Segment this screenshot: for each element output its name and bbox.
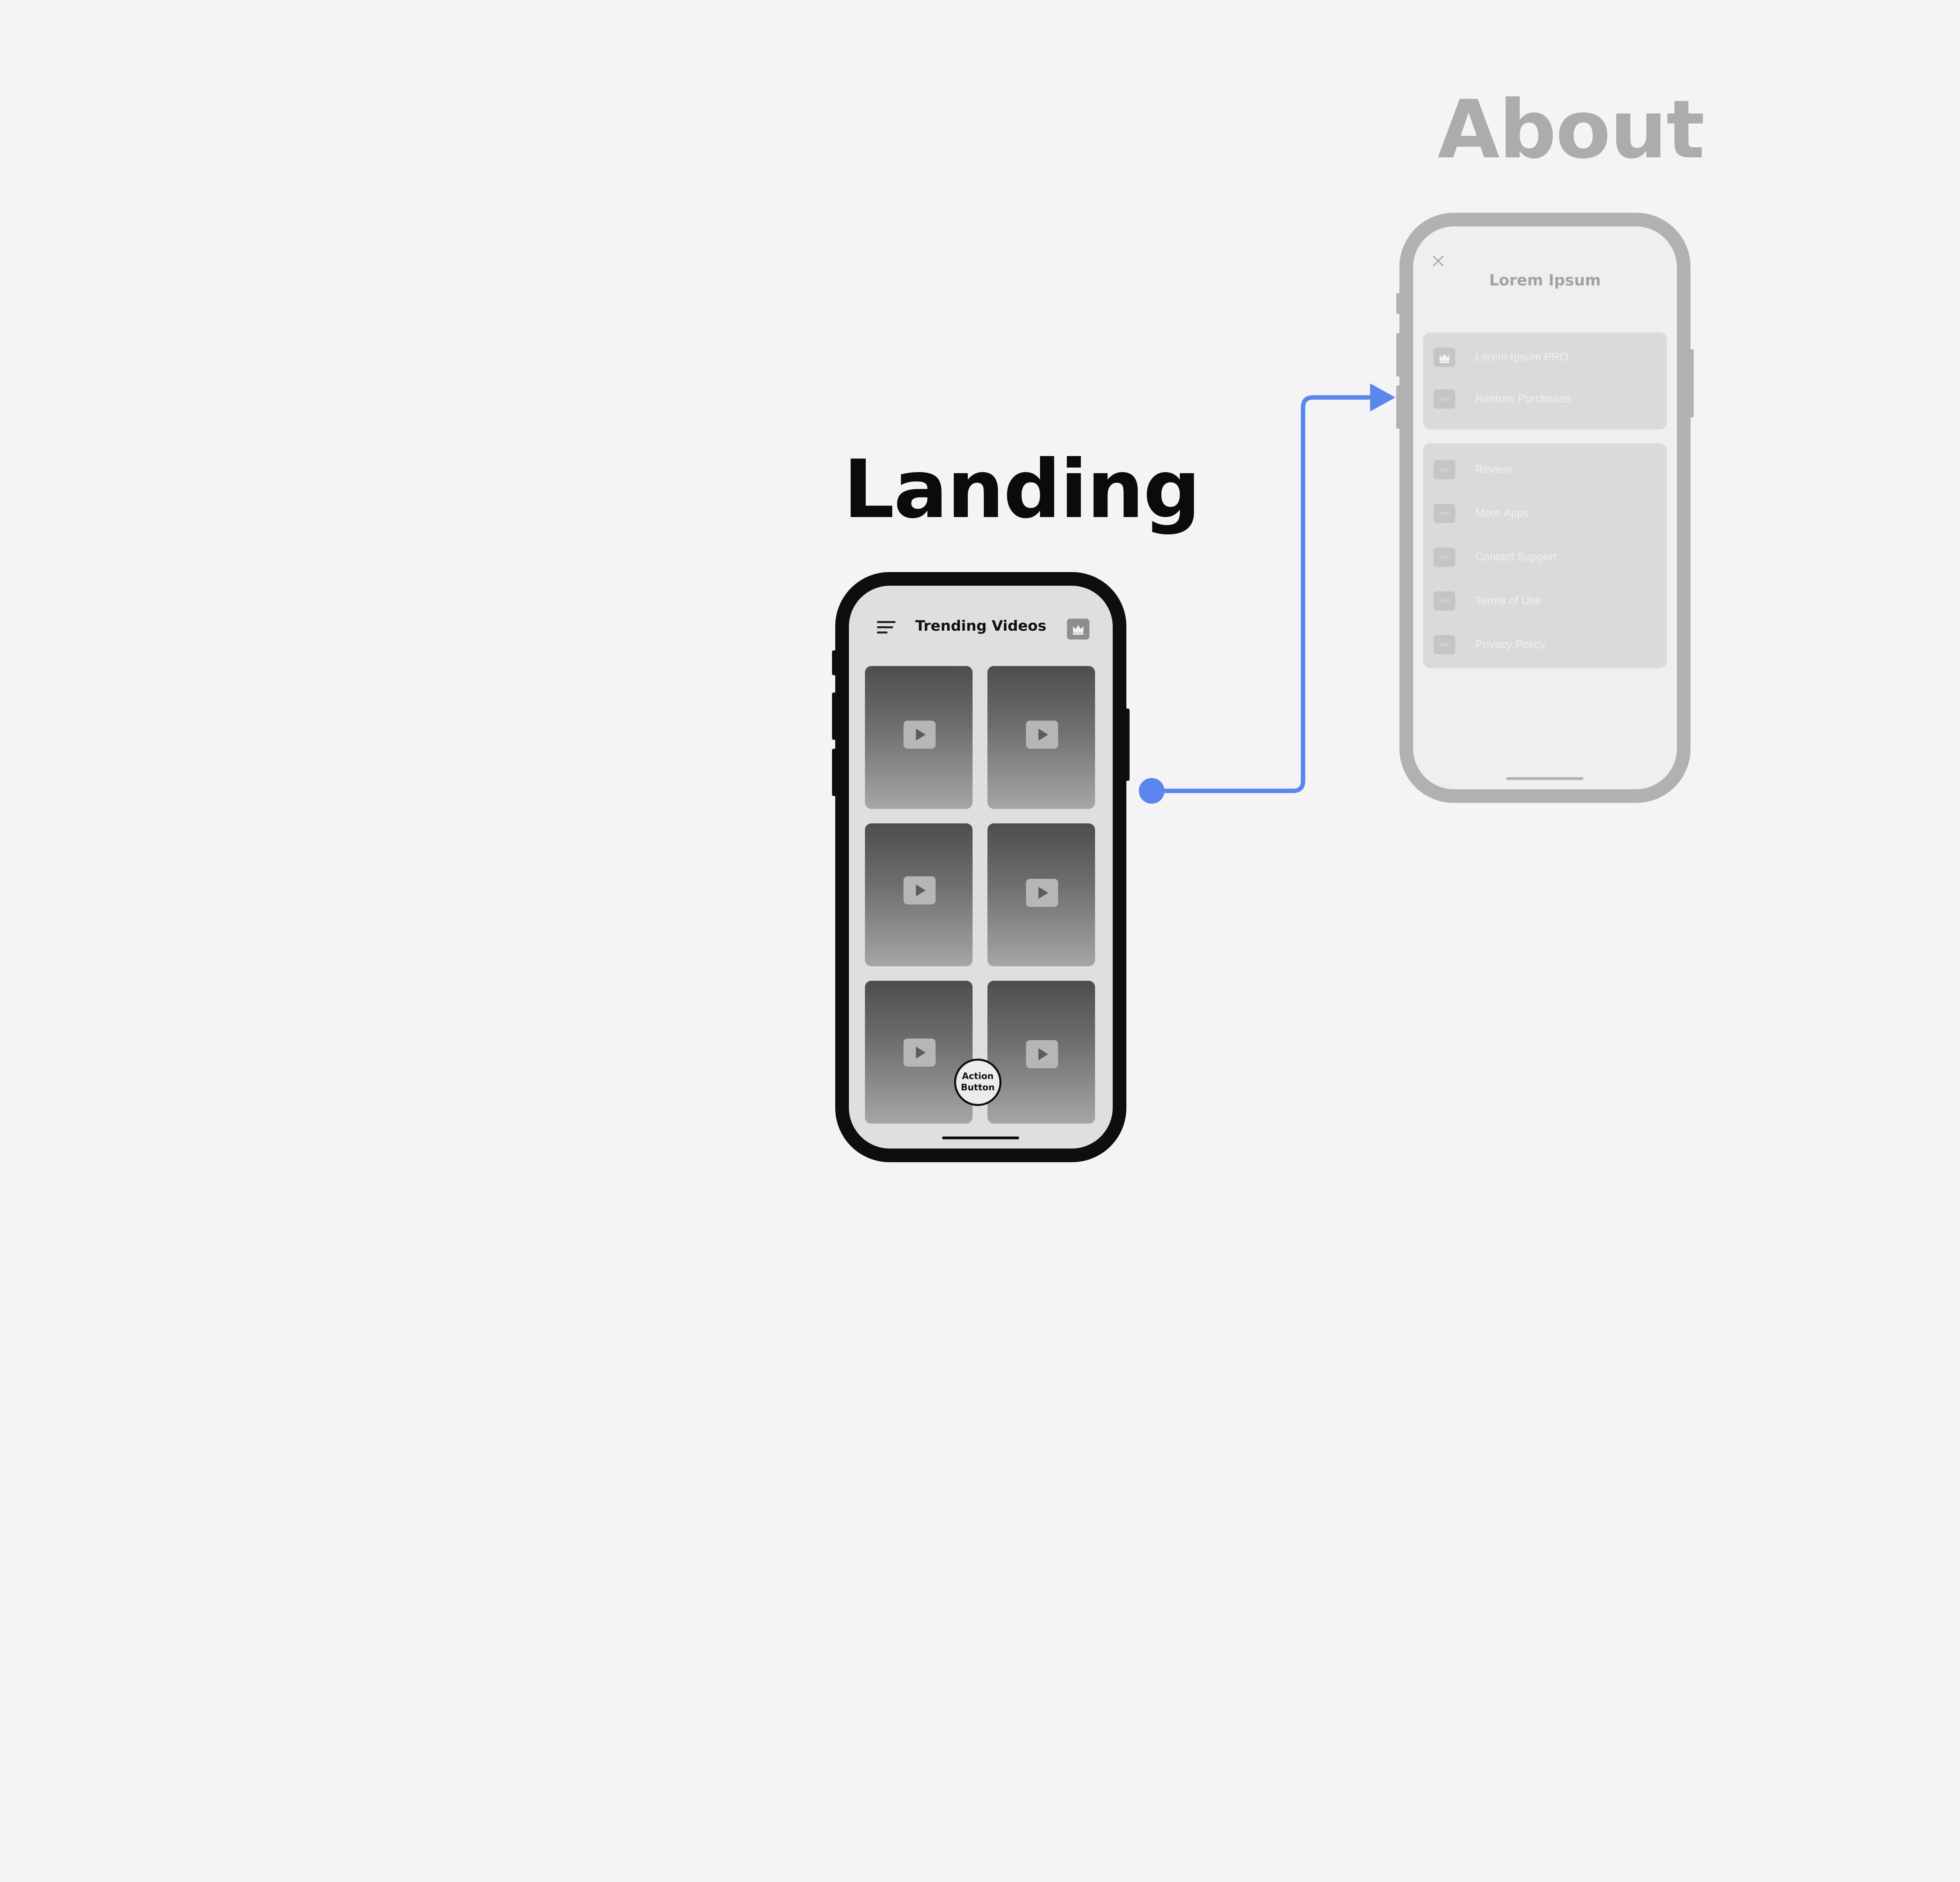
menu-row-contact-support[interactable]: icon Contact Support: [1423, 546, 1667, 568]
play-icon: [904, 721, 936, 749]
play-icon: [904, 876, 936, 904]
menu-row-review[interactable]: icon Review: [1423, 458, 1667, 481]
action-button[interactable]: Action Button: [954, 1059, 1001, 1106]
play-icon: [1026, 721, 1058, 749]
menu-row-label: More Apps: [1475, 507, 1529, 519]
menu-row-label: Review: [1475, 463, 1512, 475]
about-header-title: Lorem Ipsum: [1489, 271, 1601, 289]
menu-row-label: Terms of Use: [1475, 594, 1542, 607]
menu-row-terms[interactable]: icon Terms of Use: [1423, 590, 1667, 612]
phone-side-button: [1396, 293, 1402, 314]
settings-group-info: icon Review icon More Apps icon Contact …: [1423, 443, 1667, 668]
video-card[interactable]: [865, 823, 973, 966]
settings-group-purchases: Lorem Ipsum PRO icon Restore Purchases: [1423, 332, 1667, 430]
play-icon: [904, 1039, 936, 1067]
home-indicator: [942, 1137, 1019, 1139]
menu-row-label: Lorem Ipsum PRO: [1475, 350, 1568, 363]
crown-button[interactable]: [1067, 619, 1089, 640]
landing-screen: Trending Videos Action Button: [849, 586, 1113, 1149]
menu-icon[interactable]: [877, 621, 895, 635]
play-icon: [1026, 879, 1058, 907]
phone-side-button: [832, 693, 838, 740]
menu-row-label: Privacy Policy: [1475, 638, 1546, 650]
phone-side-button: [1396, 385, 1402, 429]
about-screen: Lorem Ipsum Lorem Ipsum PRO icon Restore…: [1413, 226, 1677, 789]
video-card[interactable]: [865, 666, 973, 809]
phone-side-button: [1396, 333, 1402, 377]
video-card[interactable]: [987, 981, 1095, 1124]
crown-icon: [1073, 625, 1083, 635]
menu-row-pro[interactable]: Lorem Ipsum PRO: [1423, 346, 1667, 369]
placeholder-icon: icon: [1434, 460, 1455, 479]
landing-screen-title: Landing: [843, 443, 1201, 536]
header-title: Trending Videos: [915, 618, 1046, 634]
placeholder-icon: icon: [1434, 591, 1455, 611]
phone-side-button: [832, 650, 838, 675]
connector-origin-dot: [1139, 778, 1165, 804]
video-card[interactable]: [865, 981, 973, 1124]
crown-icon: [1434, 348, 1455, 367]
video-card[interactable]: [987, 666, 1095, 809]
menu-row-more-apps[interactable]: icon More Apps: [1423, 502, 1667, 525]
play-icon: [1026, 1040, 1058, 1068]
phone-side-button: [1688, 349, 1694, 418]
video-card[interactable]: [987, 823, 1095, 966]
menu-row-privacy[interactable]: icon Privacy Policy: [1423, 633, 1667, 656]
close-icon[interactable]: [1431, 254, 1446, 268]
landing-phone-frame[interactable]: Trending Videos Action Button: [832, 572, 1130, 1162]
placeholder-icon: icon: [1434, 389, 1455, 409]
placeholder-icon: icon: [1434, 548, 1455, 567]
menu-row-label: Contact Support: [1475, 550, 1557, 563]
menu-row-restore[interactable]: icon Restore Purchases: [1423, 388, 1667, 410]
placeholder-icon: icon: [1434, 635, 1455, 654]
about-screen-title: About: [1438, 83, 1705, 177]
home-indicator: [1506, 777, 1583, 780]
phone-side-button: [832, 749, 838, 796]
about-phone-frame[interactable]: Lorem Ipsum Lorem Ipsum PRO icon Restore…: [1396, 213, 1694, 803]
menu-row-label: Restore Purchases: [1475, 392, 1571, 405]
placeholder-icon: icon: [1434, 504, 1455, 523]
connector-arrowhead: [1370, 383, 1395, 411]
phone-side-button: [1124, 709, 1130, 781]
